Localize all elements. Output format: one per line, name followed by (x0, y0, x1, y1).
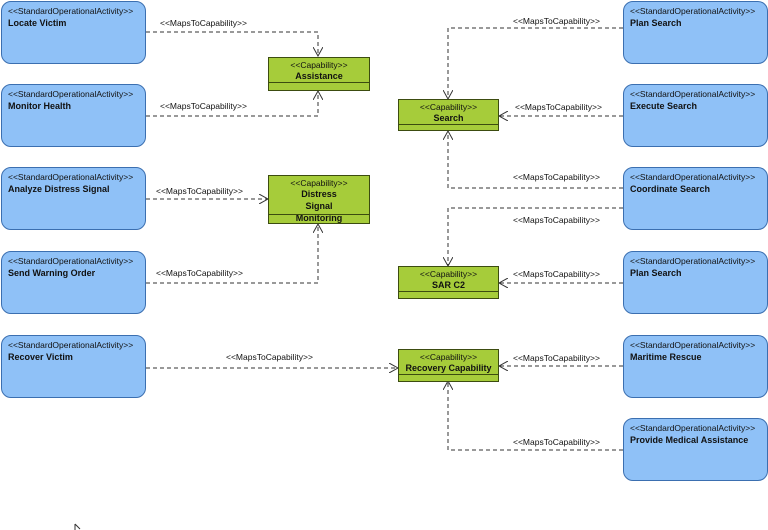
pointer-cursor-icon (74, 523, 81, 530)
activity-coordinate-search[interactable]: <<StandardOperationalActivity>> Coordina… (623, 167, 768, 230)
activity-plan-search-2[interactable]: <<StandardOperationalActivity>> Plan Sea… (623, 251, 768, 314)
activity-stereotype: <<StandardOperationalActivity>> (630, 172, 756, 182)
capability-stereotype: <<Capability>> (419, 269, 478, 279)
activity-recover-victim[interactable]: <<StandardOperationalActivity>> Recover … (1, 335, 146, 398)
capability-distress-signal-monitoring[interactable]: <<Capability>> Distress Signal Monitorin… (268, 175, 370, 224)
connector-coordinate-search-search[interactable] (448, 131, 623, 189)
capability-name: Search (433, 113, 464, 123)
activity-stereotype: <<StandardOperationalActivity>> (8, 6, 134, 16)
connector-label: <<MapsToCapability>> (156, 268, 243, 278)
connector-label: <<MapsToCapability>> (513, 269, 600, 279)
connector-label: <<MapsToCapability>> (160, 18, 247, 28)
capability-assistance[interactable]: <<Capability>> Assistance (268, 57, 370, 91)
connector-label: <<MapsToCapability>> (513, 172, 600, 182)
capability-name: Recovery Capability (405, 363, 492, 373)
activity-stereotype: <<StandardOperationalActivity>> (630, 6, 756, 16)
compartment-divider (269, 82, 369, 83)
activity-monitor-health[interactable]: <<StandardOperationalActivity>> Monitor … (1, 84, 146, 147)
activity-send-warning-order[interactable]: <<StandardOperationalActivity>> Send War… (1, 251, 146, 314)
capability-name: Assistance (295, 71, 343, 81)
activity-analyze-distress-signal[interactable]: <<StandardOperationalActivity>> Analyze … (1, 167, 146, 230)
capability-recovery-capability[interactable]: <<Capability>> Recovery Capability (398, 349, 499, 382)
capability-name: SAR C2 (431, 280, 465, 290)
activity-name: Recover Victim (8, 352, 73, 362)
connector-provide-medical-recovery[interactable] (448, 381, 623, 451)
connector-monitor-health-assistance[interactable] (146, 91, 318, 117)
activity-name: Plan Search (630, 18, 682, 28)
compartment-divider (269, 214, 369, 215)
connector-label: <<MapsToCapability>> (156, 186, 243, 196)
capability-sar-c2[interactable]: <<Capability>> SAR C2 (398, 266, 499, 299)
connector-plan-search-search[interactable] (448, 27, 623, 99)
capability-stereotype: <<Capability>> (419, 102, 478, 112)
connector-label: <<MapsToCapability>> (513, 437, 600, 447)
capability-stereotype: <<Capability>> (419, 352, 478, 362)
activity-locate-victim[interactable]: <<StandardOperationalActivity>> Locate V… (1, 1, 146, 64)
activity-name: Coordinate Search (630, 184, 711, 194)
activity-plan-search[interactable]: <<StandardOperationalActivity>> Plan Sea… (623, 1, 768, 64)
activity-stereotype: <<StandardOperationalActivity>> (630, 89, 756, 99)
activity-execute-search[interactable]: <<StandardOperationalActivity>> Execute … (623, 84, 768, 147)
compartment-divider (399, 374, 498, 375)
activity-stereotype: <<StandardOperationalActivity>> (8, 340, 134, 350)
capability-stereotype: <<Capability>> (290, 60, 348, 70)
activity-stereotype: <<StandardOperationalActivity>> (8, 89, 134, 99)
connector-label: <<MapsToCapability>> (513, 215, 600, 225)
activity-name: Maritime Rescue (630, 352, 702, 362)
activity-stereotype: <<StandardOperationalActivity>> (8, 172, 134, 182)
activity-stereotype: <<StandardOperationalActivity>> (630, 423, 756, 433)
activity-name: Execute Search (630, 101, 698, 111)
activity-stereotype: <<StandardOperationalActivity>> (630, 256, 756, 266)
activity-name: Analyze Distress Signal (8, 184, 110, 194)
capability-search[interactable]: <<Capability>> Search (398, 99, 499, 131)
compartment-divider (399, 291, 498, 292)
connector-label: <<MapsToCapability>> (513, 16, 600, 26)
connector-send-warning-dsm[interactable] (146, 224, 318, 284)
capability-stereotype: <<Capability>> (290, 178, 348, 188)
connector-coordinate-search-sarc2[interactable] (448, 207, 623, 266)
connector-label: <<MapsToCapability>> (513, 353, 600, 363)
activity-name: Plan Search (630, 268, 682, 278)
activity-name: Provide Medical Assistance (630, 435, 749, 445)
activity-provide-medical-assistance[interactable]: <<StandardOperationalActivity>> Provide … (623, 418, 768, 481)
connector-label: <<MapsToCapability>> (515, 102, 602, 112)
capability-name: Distress Signal Monitoring (295, 189, 343, 223)
connector-locate-victim-assistance[interactable] (146, 31, 318, 56)
activity-stereotype: <<StandardOperationalActivity>> (630, 340, 756, 350)
activity-stereotype: <<StandardOperationalActivity>> (8, 256, 134, 266)
connector-label: <<MapsToCapability>> (160, 101, 247, 111)
compartment-divider (399, 124, 498, 125)
connector-label: <<MapsToCapability>> (226, 352, 313, 362)
activity-maritime-rescue[interactable]: <<StandardOperationalActivity>> Maritime… (623, 335, 768, 398)
activity-name: Send Warning Order (8, 268, 96, 278)
activity-name: Locate Victim (8, 18, 67, 28)
activity-name: Monitor Health (8, 101, 71, 111)
